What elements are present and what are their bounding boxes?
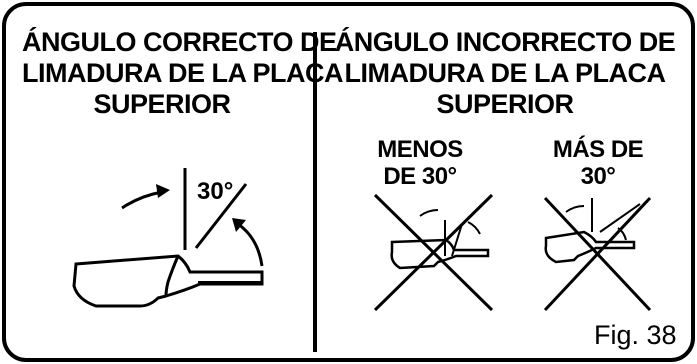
correct-angle-heading: ÁNGULO CORRECTO DE LIMADURA DE LA PLACA …: [22, 27, 343, 120]
heading-line: ÁNGULO INCORRECTO DE: [334, 27, 676, 57]
more-than-30-illustration: [543, 196, 652, 312]
heading-line: ÁNGULO CORRECTO DE: [22, 27, 337, 57]
heading-line: SUPERIOR: [93, 89, 231, 119]
less-than-30-label: MENOS DE 30°: [360, 136, 480, 190]
label-line: MÁS DE: [552, 136, 644, 163]
angle-label: 30°: [197, 178, 234, 205]
label-line: DE 30°: [383, 163, 457, 190]
label-line: MENOS: [377, 136, 463, 163]
heading-line: LIMADURA DE LA PLACA: [22, 58, 343, 88]
less-than-30-illustration: [373, 193, 494, 312]
correct-angle-illustration: [72, 168, 264, 308]
figure-label: Fig. 38: [594, 320, 677, 350]
label-line: 30°: [580, 163, 616, 190]
more-than-30-label: MÁS DE 30°: [538, 136, 658, 190]
incorrect-angle-heading: ÁNGULO INCORRECTO DE LIMADURA DE LA PLAC…: [330, 27, 680, 120]
heading-line: SUPERIOR: [436, 89, 574, 119]
heading-line: LIMADURA DE LA PLACA: [344, 58, 666, 88]
